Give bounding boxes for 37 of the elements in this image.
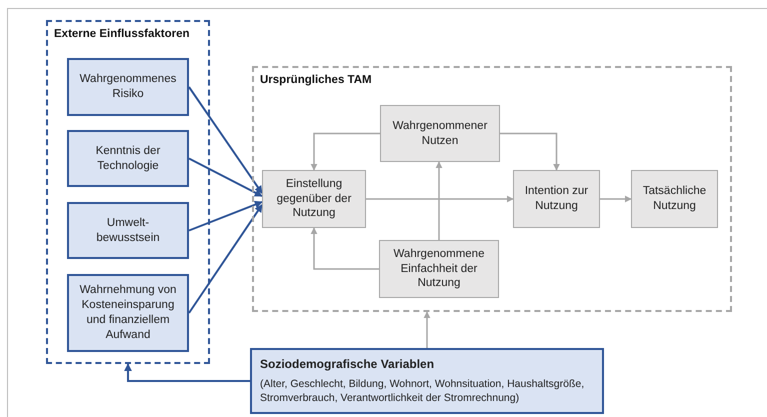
arrow — [500, 132, 560, 171]
box-label: Tatsächliche Nutzung — [642, 184, 708, 214]
box-label: Kenntnis der Technologie — [94, 144, 162, 174]
dashed-group-frame — [46, 20, 210, 364]
process-box — [631, 170, 718, 228]
box-label: Wahrgenommener Nutzen — [392, 118, 488, 148]
arrow — [310, 132, 380, 171]
box-label: Einstellung gegenüber der Nutzung — [276, 176, 352, 222]
process-box — [379, 240, 499, 298]
arrow — [424, 311, 430, 348]
box-heading: Soziodemografische Variablen — [260, 356, 434, 372]
arrow — [600, 196, 632, 202]
arrow — [188, 204, 263, 314]
group-title: Ursprüngliches TAM — [260, 73, 372, 88]
arrow — [188, 200, 263, 232]
dashed-group-frame — [252, 66, 732, 312]
box-label: Wahrgenommenes Risiko — [78, 72, 178, 102]
factor-box — [67, 274, 189, 352]
arrow — [124, 363, 250, 382]
arrow — [366, 196, 514, 202]
box-label: Wahrnehmung von Kosteneinsparung und finanziellem Aufwand — [78, 283, 178, 343]
arrow — [188, 86, 263, 194]
group-title: Externe Einflussfaktoren — [54, 27, 190, 42]
arrow — [188, 158, 263, 197]
variables-box — [250, 348, 604, 414]
arrow — [436, 161, 442, 240]
box-label: Wahrgenommene Einfachheit der Nutzung — [392, 246, 486, 292]
factor-box — [67, 130, 189, 187]
process-box — [262, 170, 366, 228]
box-label: Intention zur Nutzung — [524, 184, 590, 214]
box-description: (Alter, Geschlecht, Bildung, Wohnort, Wohnsituation, Haushaltsgröße, Stromverbrauch, Verantwortlichkeit der Stromrechnung) — [260, 378, 586, 406]
arrow — [310, 227, 379, 270]
process-box — [380, 105, 500, 162]
box-label: Umwelt- bewusstsein — [95, 216, 161, 246]
factor-box — [67, 202, 189, 259]
factor-box — [67, 58, 189, 116]
process-box — [513, 170, 600, 228]
